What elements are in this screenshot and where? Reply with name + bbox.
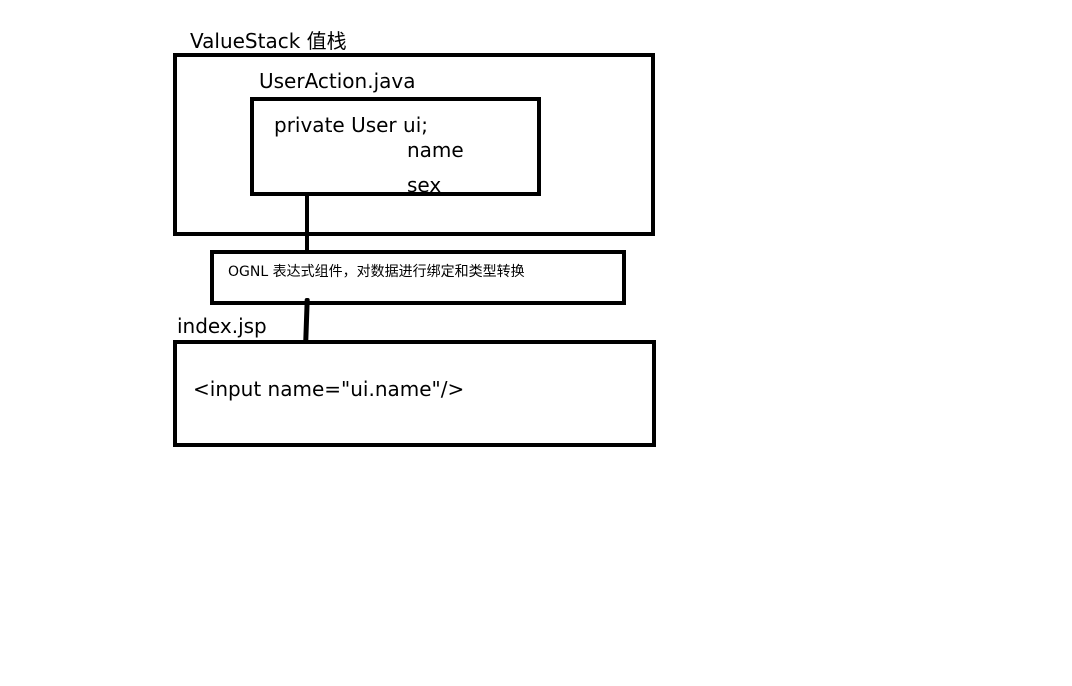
jsp-label: index.jsp <box>177 314 267 338</box>
connector-useraction-ognl <box>305 195 309 251</box>
valuestack-box <box>173 53 655 236</box>
jsp-box <box>173 340 656 447</box>
property-name: name <box>407 138 464 162</box>
useraction-label: UserAction.java <box>259 69 416 93</box>
valuestack-title: ValueStack 值栈 <box>190 29 347 53</box>
ognl-box <box>210 250 626 305</box>
useraction-box <box>250 97 541 196</box>
property-sex: sex <box>407 173 442 197</box>
field-declaration: private User ui; <box>274 113 428 137</box>
ognl-description: OGNL 表达式组件，对数据进行绑定和类型转换 <box>228 264 525 280</box>
jsp-code: <input name="ui.name"/> <box>193 377 465 401</box>
connector-ognl-jsp <box>303 297 310 343</box>
